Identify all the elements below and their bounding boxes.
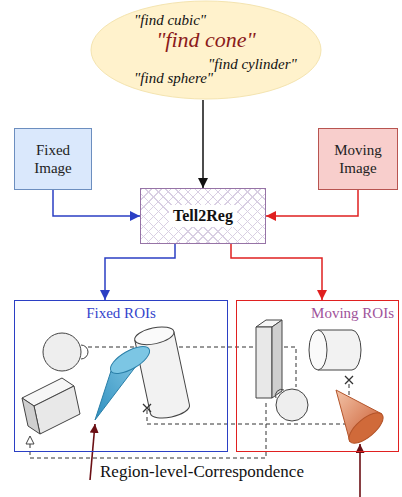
prompt-text: "find cylinder" [208,56,297,73]
flow-arrow [202,100,204,188]
roi-panel: Moving ROIs [236,300,399,452]
panel-heading: Fixed ROIs [86,304,156,322]
box-label: Tell2Reg [169,205,237,226]
cuboid-marker [26,436,34,444]
x-mark [345,376,353,384]
cylinder-shape [133,324,191,421]
cone-moving-base [344,408,388,449]
roi-panel: Fixed ROIs [14,300,228,452]
annotation-label: Region-level-Correspondence [100,462,304,482]
input-box: Fixed Image [14,128,92,190]
ellipse-shape [91,1,321,99]
sphere-shape [276,389,308,421]
flow-arrow [53,190,140,216]
sphere-ear [81,345,88,359]
flow-arrow [105,244,175,300]
cylinder-shape [309,330,361,370]
prompt-ellipse: "find cubic""find cone" "find cylinder""f… [90,0,322,100]
cuboid-front [256,327,272,398]
sphere-ear [275,389,284,398]
flow-arrow [231,244,322,300]
prompt-text: "find sphere" [134,70,213,87]
cuboid-front [34,386,80,434]
pointer-arrow [90,424,95,480]
box-label: Fixed Image [24,141,82,177]
box-label: Moving Image [327,141,389,177]
panel-heading: Moving ROIs [311,304,394,322]
cone-fixed-base [106,341,153,379]
flow-arrow [266,190,358,216]
model-box: Tell2Reg [140,188,266,244]
input-box: Moving Image [318,128,398,190]
x-mark [143,404,151,412]
prompt-text: "find cubic" [134,12,206,29]
cuboid-side [272,320,282,398]
prompt-text: "find cone" [156,27,256,53]
sphere-shape [43,333,81,371]
cuboid-side [22,398,40,434]
